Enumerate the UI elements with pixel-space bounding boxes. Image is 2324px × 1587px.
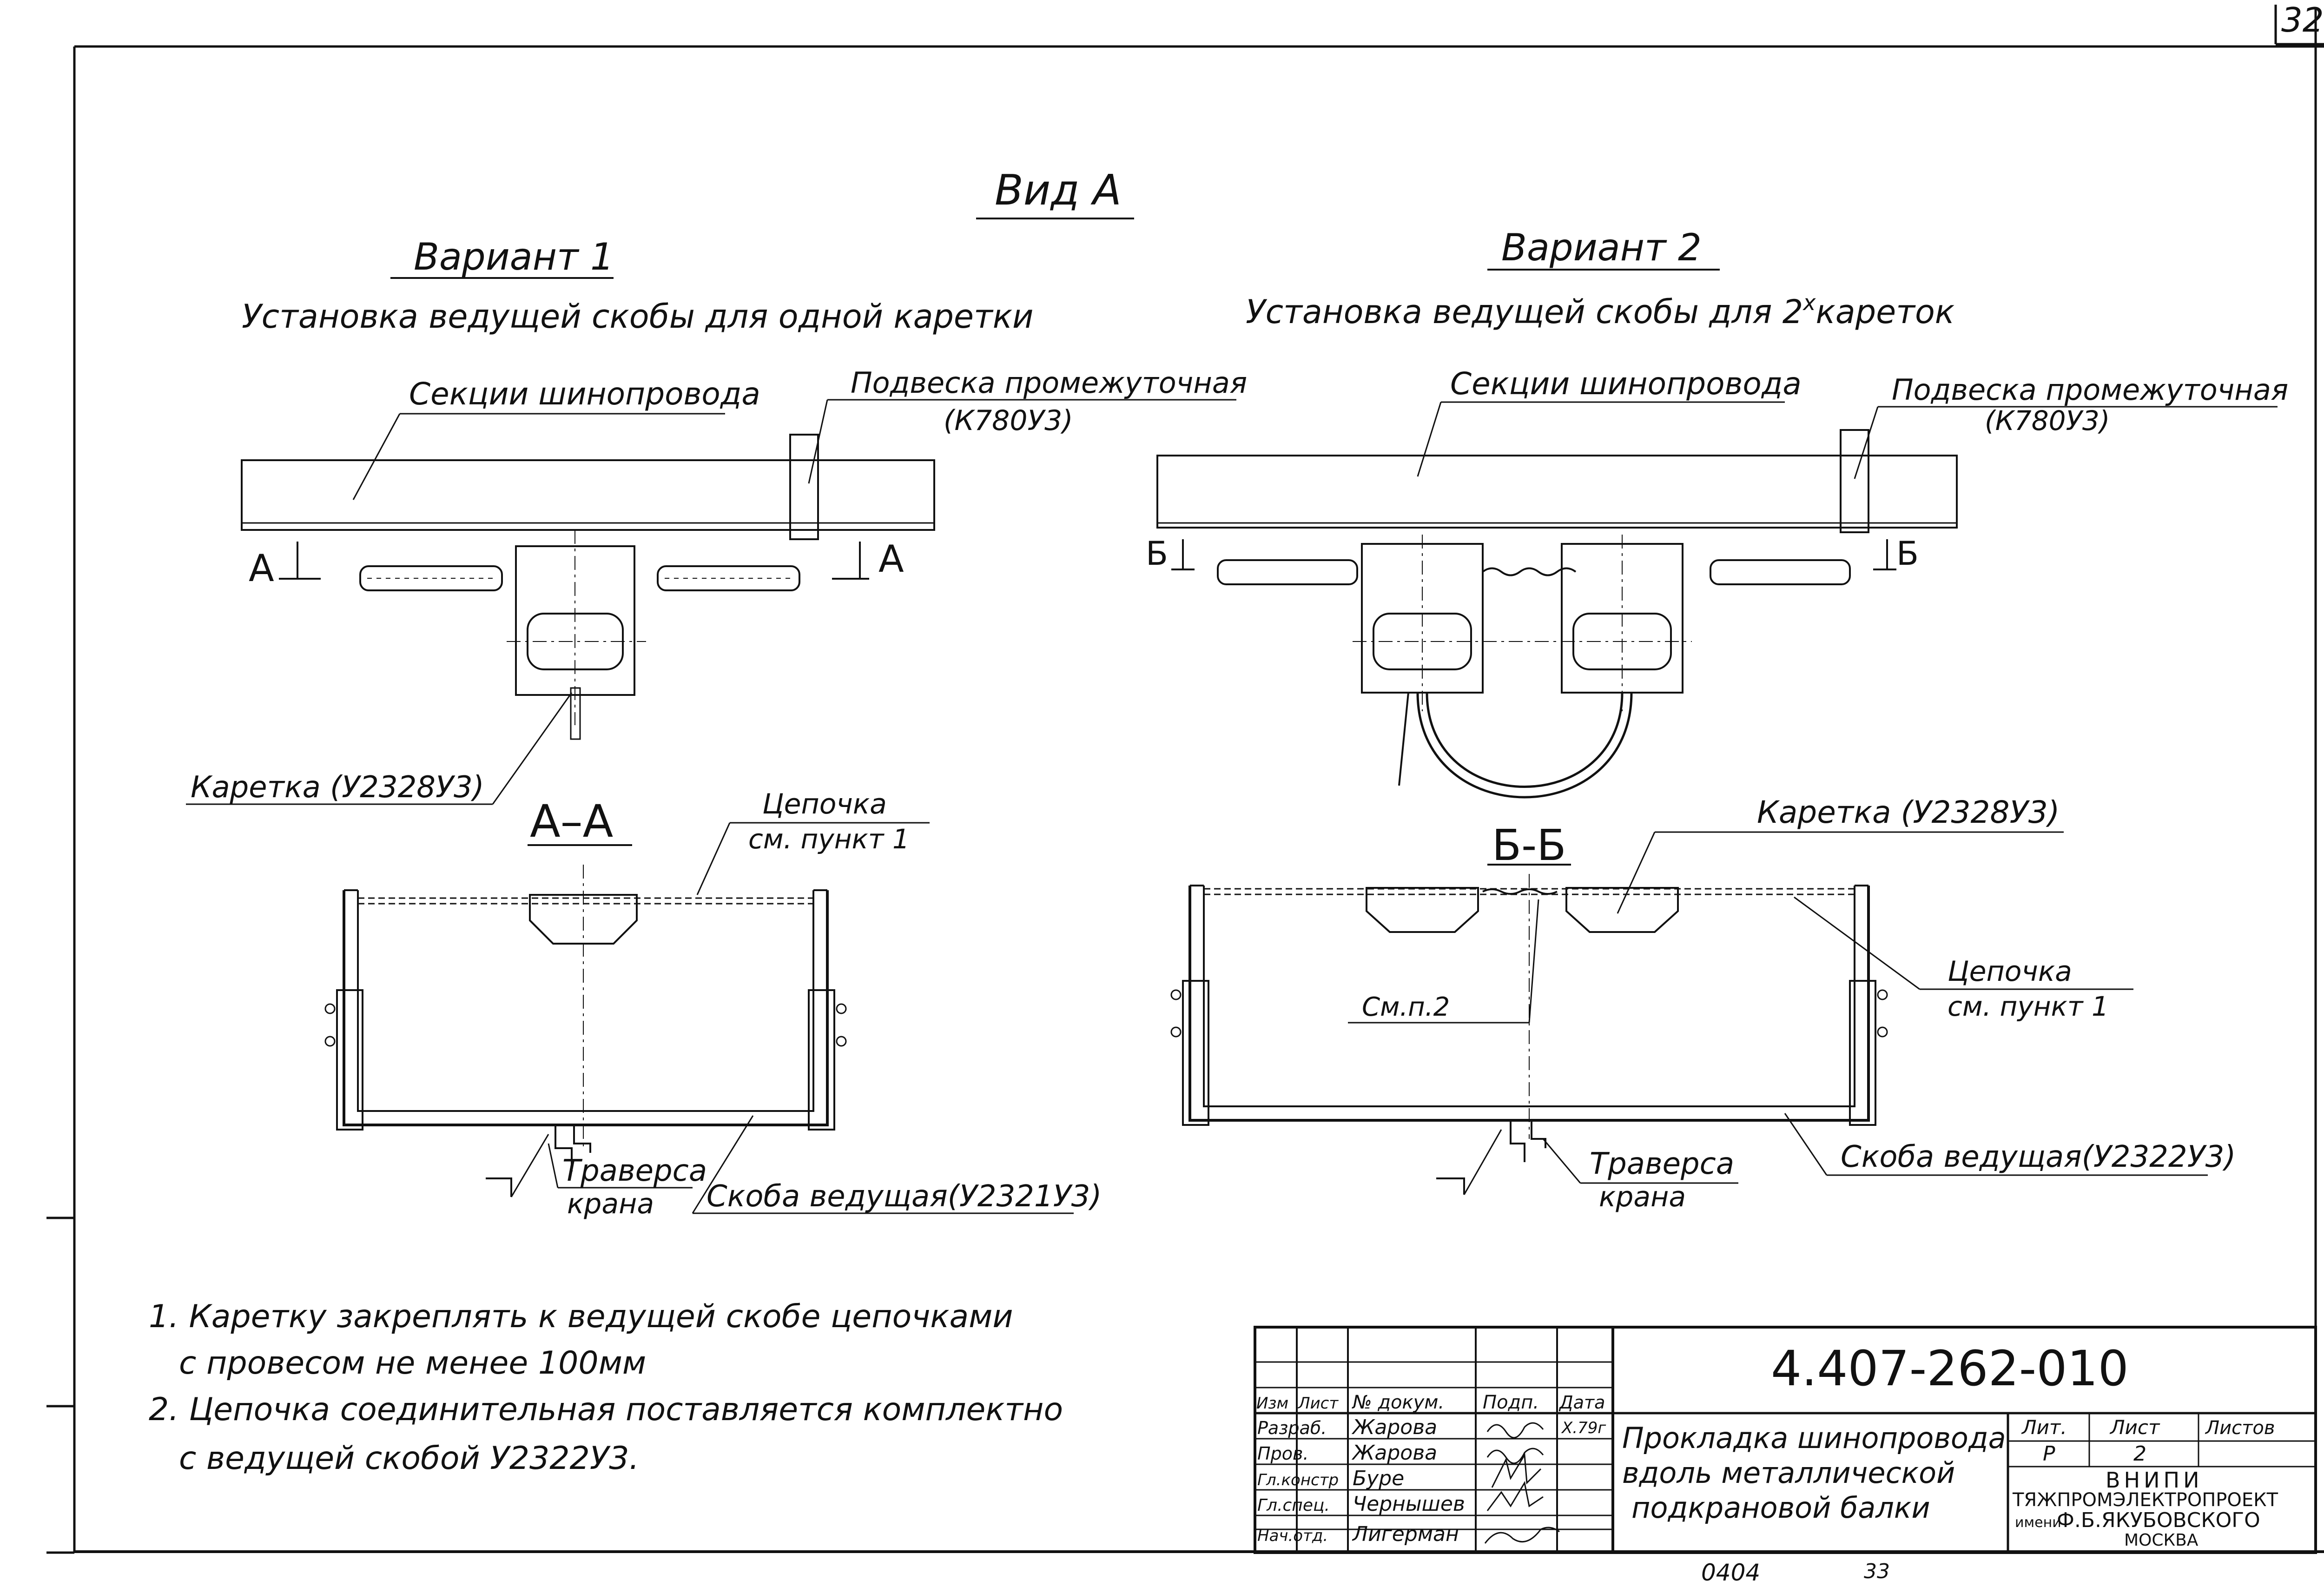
variant-2: Вариант 2 Установка ведущей скобы для 2х…	[1146, 226, 2288, 799]
bb-carriage-label: Каретка (У2328У3)	[1757, 794, 2060, 830]
aa-traverse-label-2: крана	[567, 1188, 654, 1220]
tb-org-line-2: ТЯЖПРОМЭЛЕКТРОПРОЕКТ	[2012, 1489, 2278, 1511]
tb-title-line-2: вдоль металлической	[1622, 1456, 1955, 1490]
v1-bus-duct	[241, 459, 935, 531]
note-1-line-1: 1. Каретку закреплять к ведущей скобе це…	[149, 1298, 1013, 1335]
bb-traverse-label-2: крана	[1599, 1181, 1686, 1213]
v2-bus-sections-label: Секции шинопровода	[1450, 366, 1802, 402]
tb-sheet-value: 2	[2133, 1442, 2146, 1466]
tb-row-3-role: Гл.констр	[1257, 1471, 1339, 1489]
tb-row-3-signature	[1491, 1453, 1542, 1488]
aa-chain-label-2: см. пункт 1	[748, 823, 910, 855]
page-number: 32	[2281, 0, 2324, 40]
v1-rail-left	[359, 565, 503, 591]
tb-org-line-3b: Ф.Б.ЯКУБОВСКОГО	[2057, 1508, 2260, 1532]
tb-header-sign: Подп.	[1483, 1392, 1539, 1413]
aa-carriage	[529, 894, 638, 945]
tb-row-4-role: Гл.спец.	[1257, 1496, 1330, 1515]
tb-org-line-3a: имени	[2015, 1514, 2061, 1531]
tb-row-2-role: Пров.	[1257, 1443, 1308, 1464]
v2-bus-duct	[1156, 455, 1958, 529]
bb-chain-label-2: см. пункт 1	[1948, 991, 2109, 1022]
tb-lit-value: Р	[2043, 1442, 2055, 1466]
tb-row-4-name: Чернышев	[1353, 1492, 1465, 1516]
title-block: 4.407-262-010 Изм Лист № докум. Подп. Да…	[1254, 1326, 2317, 1554]
v2-hanger-code: (К780У3)	[1985, 405, 2110, 436]
v2-rail-left	[1217, 559, 1358, 585]
v1-section-mark-right: А	[878, 537, 904, 581]
tb-title-line-1: Прокладка шинопровода	[1622, 1421, 2006, 1455]
note-2-line-1: 2. Цепочка соединительная поставляется к…	[149, 1391, 1063, 1428]
tb-header-date: Дата	[1558, 1392, 1605, 1413]
tb-row-2-signature	[1486, 1448, 1544, 1464]
v1-section-mark-left: А	[249, 547, 274, 590]
variant-2-subtitle: Установка ведущей скобы для 2хкареток	[1246, 290, 1954, 331]
v1-rail-right	[657, 565, 800, 591]
tb-sheets-header: Листов	[2205, 1417, 2275, 1439]
v1-bus-sections-label: Секции шинопровода	[409, 376, 760, 412]
sheet-frame	[46, 5, 2324, 1554]
bb-traverse	[1510, 1120, 1546, 1162]
bb-carriage-1	[1366, 887, 1479, 933]
aa-bracket-label: Скоба ведущая(У2321У3)	[706, 1179, 1102, 1214]
tb-row-5-role: Нач.отд.	[1257, 1527, 1328, 1545]
doc-number: 4.407-262-010	[1771, 1340, 2129, 1397]
variant-1-title: Вариант 1	[414, 235, 614, 278]
v1-hanger-code: (К780У3)	[944, 404, 1073, 437]
bottom-stamp-right: 33	[1864, 1560, 1890, 1583]
v1-carriage-label: Каретка (У2328У3)	[191, 770, 484, 805]
variant-1-subtitle: Установка ведущей скобы для одной каретк…	[242, 298, 1034, 336]
note-2-line-2: с ведущей скобой У2322У3.	[179, 1440, 639, 1477]
section-bb: Б-Б Каретка (У2328У3) См.п.2 Цепочка см.…	[1170, 794, 2236, 1213]
bottom-stamp-left: 0404	[1701, 1559, 1760, 1586]
aa-traverse	[555, 1125, 591, 1171]
tb-row-1-role: Разраб.	[1257, 1418, 1327, 1438]
tb-row-1-signature	[1486, 1422, 1544, 1439]
v2-hanger	[1840, 429, 1869, 533]
tb-row-2-name: Жарова	[1351, 1441, 1437, 1465]
tb-org-line-4: МОСКВА	[2124, 1531, 2199, 1550]
section-bb-title: Б-Б	[1492, 820, 1566, 870]
tb-row-5-signature	[1484, 1527, 1560, 1544]
bb-carriage-2	[1565, 887, 1679, 933]
bb-chain-label-1: Цепочка	[1948, 955, 2072, 988]
aa-chain-label-1: Цепочка	[762, 788, 887, 820]
tb-row-1-date: Х.79г	[1561, 1419, 1606, 1437]
tb-lit-header: Лит.	[2021, 1416, 2067, 1439]
tb-row-5-name: Лигерман	[1352, 1522, 1459, 1546]
tb-sheet-header: Лист	[2109, 1416, 2160, 1439]
variant-1: Вариант 1 Установка ведущей скобы для од…	[186, 235, 1247, 805]
bb-bracket-label: Скоба ведущая(У2322У3)	[1841, 1140, 2236, 1174]
note-1-line-2: с провесом не менее 100мм	[179, 1345, 646, 1382]
v2-section-mark-left: Б	[1146, 535, 1168, 573]
section-aa-title: А–А	[530, 795, 613, 847]
v2-section-mark-right: Б	[1896, 535, 1919, 573]
notes: 1. Каретку закреплять к ведущей скобе це…	[149, 1298, 1063, 1477]
tb-title-line-3: подкрановой балки	[1631, 1491, 1930, 1525]
tb-row-3-name: Буре	[1353, 1467, 1404, 1490]
tb-header-list: Лист	[1297, 1394, 1339, 1413]
section-aa: А–А Цепочка см. пункт 1 Траверса крана С…	[324, 788, 1102, 1220]
v2-cable	[1426, 692, 1624, 788]
v1-hanger	[789, 434, 819, 540]
v2-rail-right	[1710, 559, 1851, 585]
tb-header-izm: Изм	[1256, 1394, 1288, 1413]
view-title: Вид А	[995, 166, 1122, 215]
v2-hanger-label: Подвеска промежуточная	[1892, 373, 2288, 407]
v1-hanger-label: Подвеска промежуточная	[851, 366, 1247, 400]
tb-row-4-signature	[1486, 1481, 1544, 1511]
tb-header-doc: № докум.	[1352, 1392, 1444, 1413]
variant-2-title: Вариант 2	[1501, 226, 1702, 269]
tb-org-line-1: ВНИПИ	[2106, 1468, 2203, 1493]
bb-see-note: См.п.2	[1362, 992, 1450, 1022]
aa-bracket	[343, 890, 829, 1126]
aa-traverse-label-1: Траверса	[562, 1154, 707, 1188]
tb-row-1-name: Жарова	[1351, 1415, 1437, 1439]
bb-traverse-label-1: Траверса	[1590, 1147, 1734, 1181]
